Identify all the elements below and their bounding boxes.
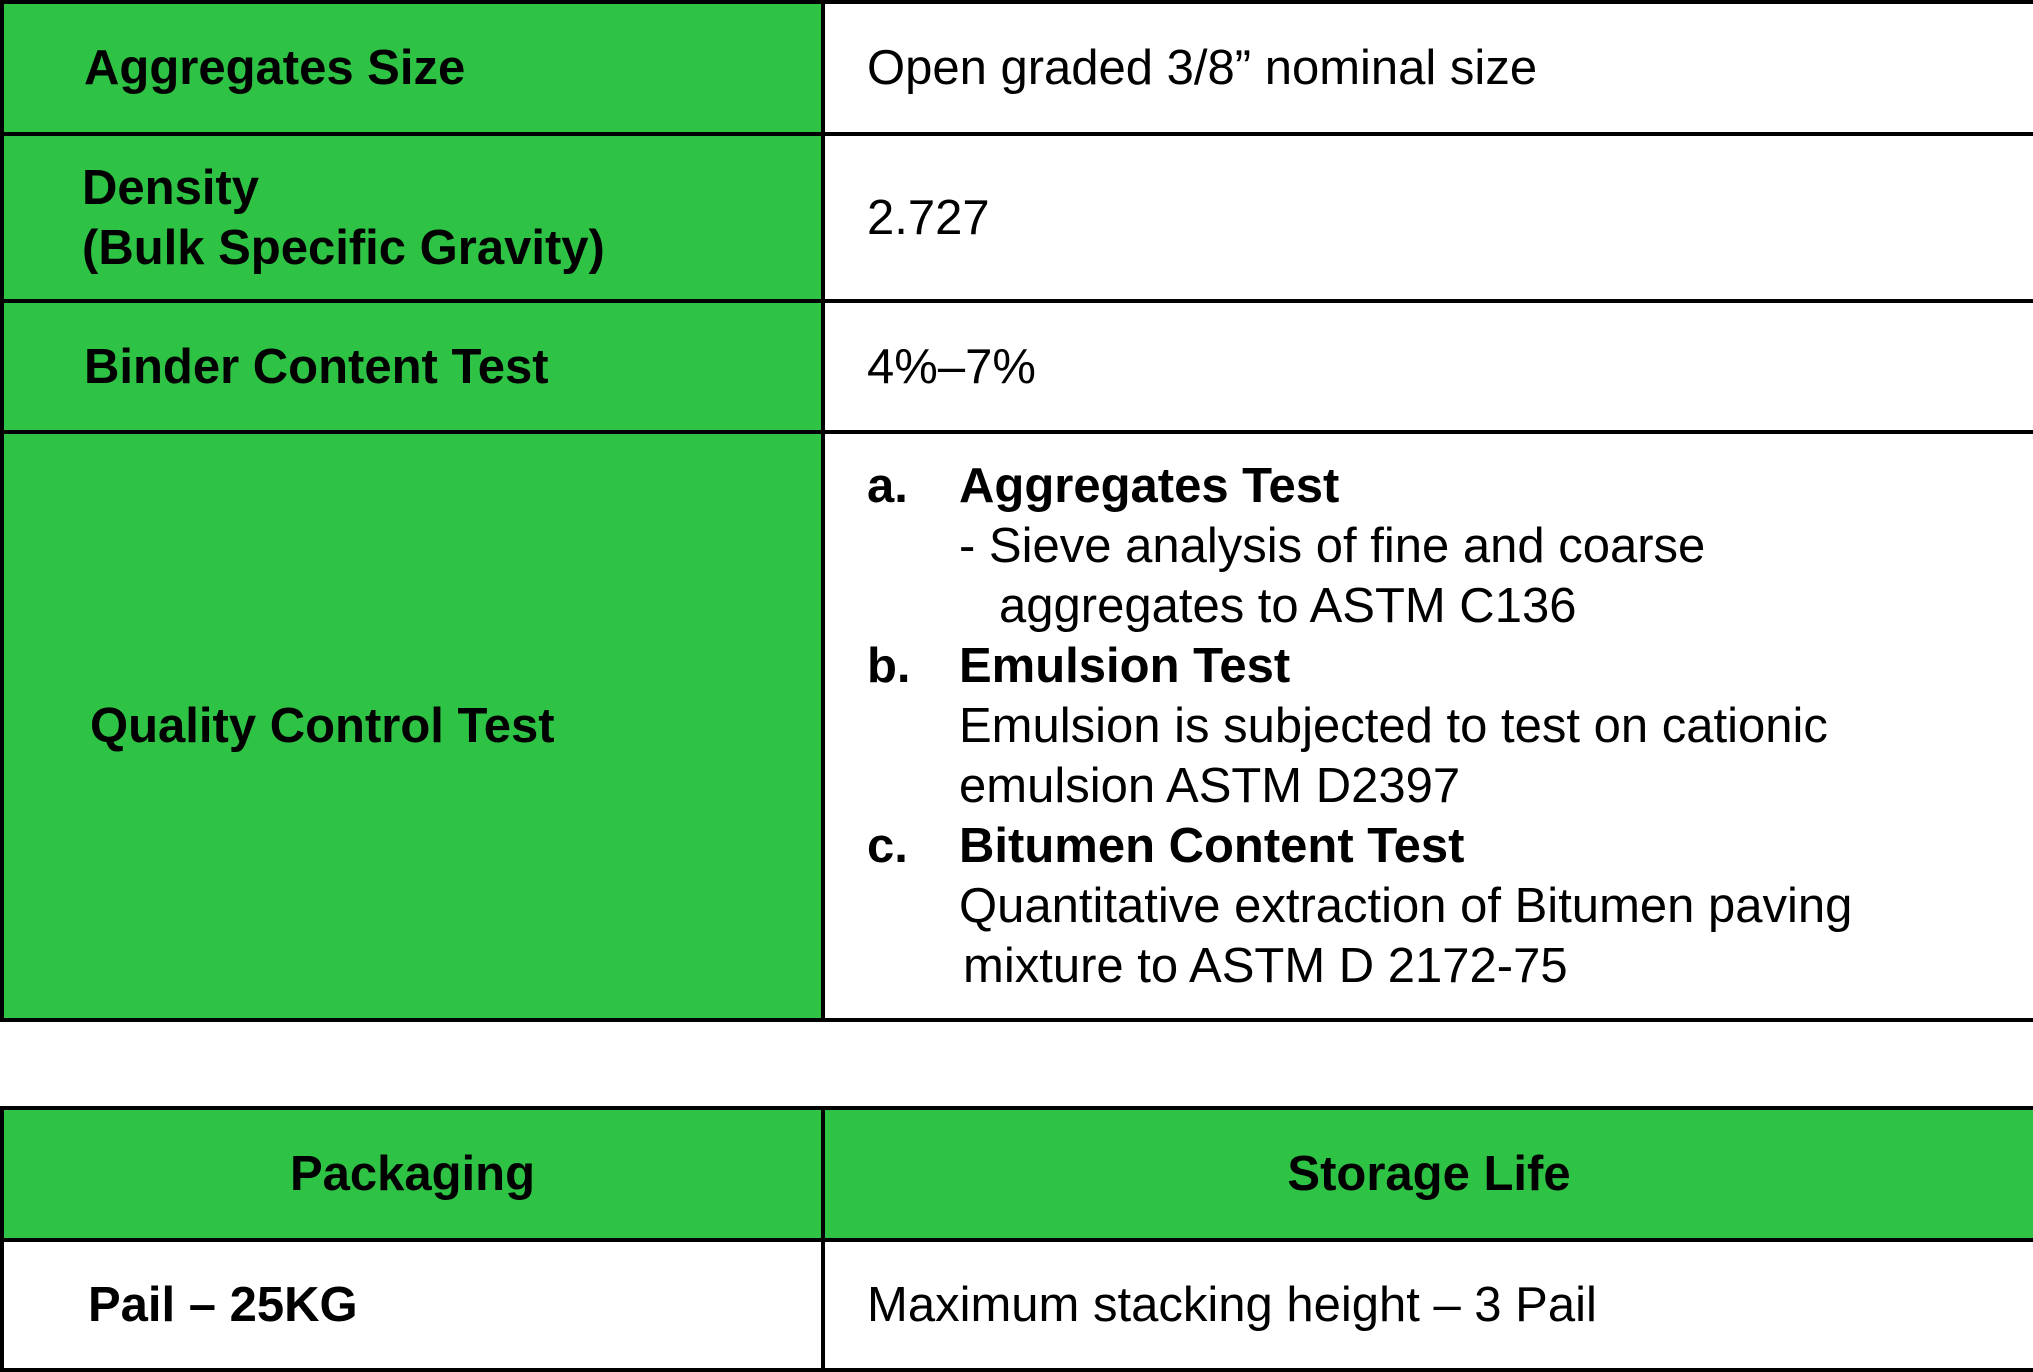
qc-item-title: Bitumen Content Test xyxy=(959,819,1465,873)
qc-item-letter: c. xyxy=(867,819,908,873)
storage-life-header: Storage Life xyxy=(821,1106,2033,1242)
spec-value-aggregates-size: Open graded 3/8” nominal size xyxy=(821,0,2033,136)
spec-row-density: Density (Bulk Specific Gravity) 2.727 xyxy=(0,132,2033,303)
qc-item-desc-line1: Emulsion is subjected to test on cationi… xyxy=(959,699,1828,753)
qc-item-body: Emulsion Test Emulsion is subjected to t… xyxy=(959,636,2033,816)
qc-item-emulsion-test: b. Emulsion Test Emulsion is subjected t… xyxy=(867,636,2033,816)
qc-item-bitumen-content-test: c. Bitumen Content Test Quantitative ext… xyxy=(867,816,2033,996)
packaging-table: Packaging Storage Life Pail – 25KG Maxim… xyxy=(0,1106,2033,1372)
spec-row-aggregates-size: Aggregates Size Open graded 3/8” nominal… xyxy=(0,0,2033,136)
spec-label-quality-control: Quality Control Test xyxy=(0,430,825,1022)
quality-control-list: a. Aggregates Test - Sieve analysis of f… xyxy=(867,442,2033,1010)
qc-item-letter: b. xyxy=(867,639,911,693)
qc-item-aggregates-test: a. Aggregates Test - Sieve analysis of f… xyxy=(867,456,2033,636)
packaging-value: Pail – 25KG xyxy=(0,1238,825,1372)
spec-value-density: 2.727 xyxy=(821,132,2033,303)
spec-label-density-line1: Density xyxy=(82,160,260,215)
spec-row-binder-content: Binder Content Test 4%–7% xyxy=(0,299,2033,434)
spec-label-aggregates-size: Aggregates Size xyxy=(0,0,825,136)
qc-item-desc-line2: mixture to ASTM D 2172-75 xyxy=(963,939,1568,993)
spec-value-binder-content: 4%–7% xyxy=(821,299,2033,434)
qc-item-body: Aggregates Test - Sieve analysis of fine… xyxy=(959,456,2033,636)
qc-item-letter: a. xyxy=(867,459,908,513)
packaging-header: Packaging xyxy=(0,1106,825,1242)
storage-life-value: Maximum stacking height – 3 Pail xyxy=(821,1238,2033,1372)
spec-label-binder-content: Binder Content Test xyxy=(0,299,825,434)
spec-row-quality-control: Quality Control Test a. Aggregates Test … xyxy=(0,430,2033,1022)
qc-item-desc-line2: emulsion ASTM D2397 xyxy=(959,759,1461,813)
spec-label-density-line2: (Bulk Specific Gravity) xyxy=(82,220,605,275)
qc-item-desc-line1: - Sieve analysis of fine and coarse xyxy=(959,519,1706,573)
qc-item-desc-line2: aggregates to ASTM C136 xyxy=(999,579,1577,633)
packaging-header-row: Packaging Storage Life xyxy=(0,1106,2033,1242)
spec-value-quality-control: a. Aggregates Test - Sieve analysis of f… xyxy=(821,430,2033,1022)
product-spec-table: Aggregates Size Open graded 3/8” nominal… xyxy=(0,0,2033,1022)
qc-item-body: Bitumen Content Test Quantitative extrac… xyxy=(959,816,2033,996)
qc-item-title: Emulsion Test xyxy=(959,639,1291,693)
packaging-value-row: Pail – 25KG Maximum stacking height – 3 … xyxy=(0,1238,2033,1372)
spec-label-density: Density (Bulk Specific Gravity) xyxy=(0,132,825,303)
qc-item-desc-line1: Quantitative extraction of Bitumen pavin… xyxy=(959,879,1853,933)
qc-item-title: Aggregates Test xyxy=(959,459,1340,513)
